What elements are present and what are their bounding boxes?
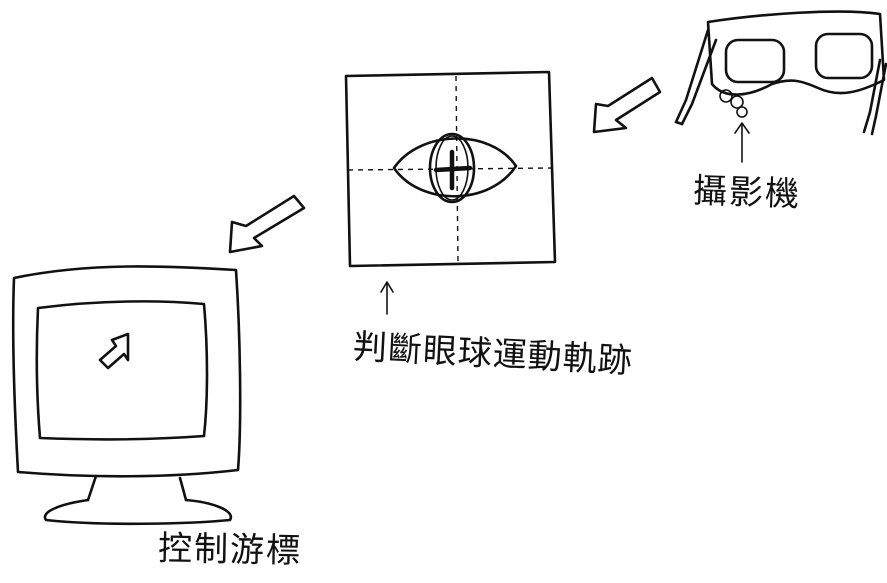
camera-label: 攝影機: [692, 171, 802, 215]
eye-icon: [392, 132, 518, 204]
goggles-icon: [674, 10, 887, 136]
cursor-arrow-icon: [98, 332, 130, 370]
box-pointer-arrow: [380, 281, 394, 315]
monitor-icon: [11, 265, 242, 526]
camera-pointer-arrow: [734, 122, 750, 163]
cursor-control-label: 控制游標: [157, 528, 303, 572]
flow-arrow-box-to-monitor: [228, 194, 306, 254]
flow-arrow-goggles-to-box: [592, 76, 662, 134]
camera-icon: [719, 89, 748, 118]
